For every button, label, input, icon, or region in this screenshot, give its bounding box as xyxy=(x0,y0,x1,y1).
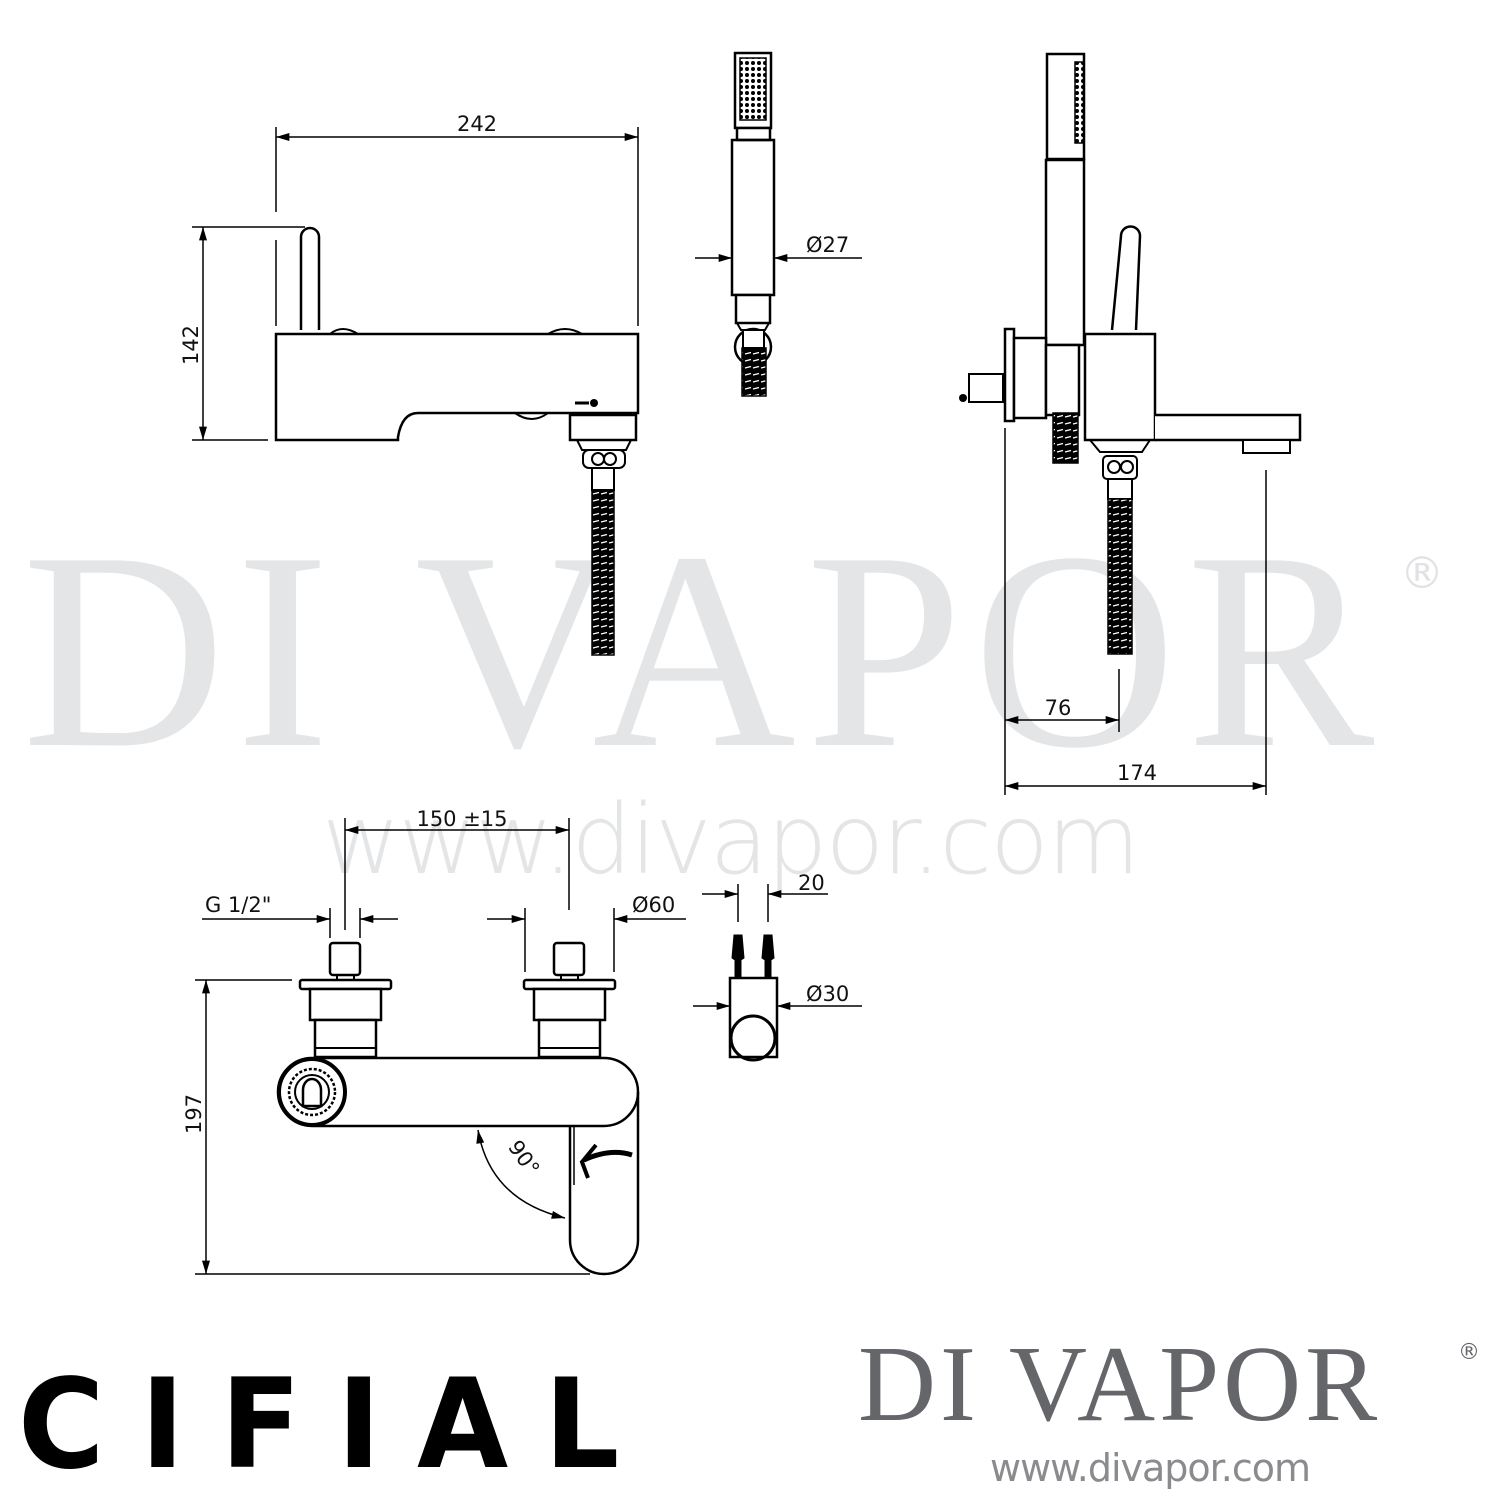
divapor-logo: DI VAPOR xyxy=(858,1325,1382,1444)
rotation-angle-label: 90° xyxy=(503,1136,544,1180)
holder-view xyxy=(693,884,862,1062)
holder-diameter-label: Ø30 xyxy=(806,982,849,1006)
flange-diameter-label: Ø60 xyxy=(632,893,675,917)
width-dimension-label: 242 xyxy=(457,112,497,136)
projection-dimension-label: 174 xyxy=(1117,761,1157,785)
thread-size-label: G 1/2" xyxy=(205,893,271,917)
watermark-registered-mark: ® xyxy=(1400,548,1444,599)
fixing-centres-label: 20 xyxy=(798,871,825,895)
end-view xyxy=(959,52,1302,795)
side-view xyxy=(192,127,640,656)
watermark-url: www.divapor.com xyxy=(322,784,1140,896)
height-dimension-label: 142 xyxy=(179,325,203,365)
front-view xyxy=(195,818,686,1276)
divapor-url: www.divapor.com xyxy=(990,1446,1311,1490)
hand-shower-view xyxy=(695,51,862,397)
cifial-logo: CIFIAL xyxy=(18,1353,656,1497)
divapor-registered-mark: ® xyxy=(1458,1340,1480,1365)
watermark-logo: DI VAPOR xyxy=(22,494,1385,806)
front-height-label: 197 xyxy=(182,1094,206,1134)
centres-dimension-label: 150 ±15 xyxy=(416,807,507,831)
offset-dimension-label: 76 xyxy=(1045,696,1072,720)
shower-diameter-label: Ø27 xyxy=(806,233,849,257)
